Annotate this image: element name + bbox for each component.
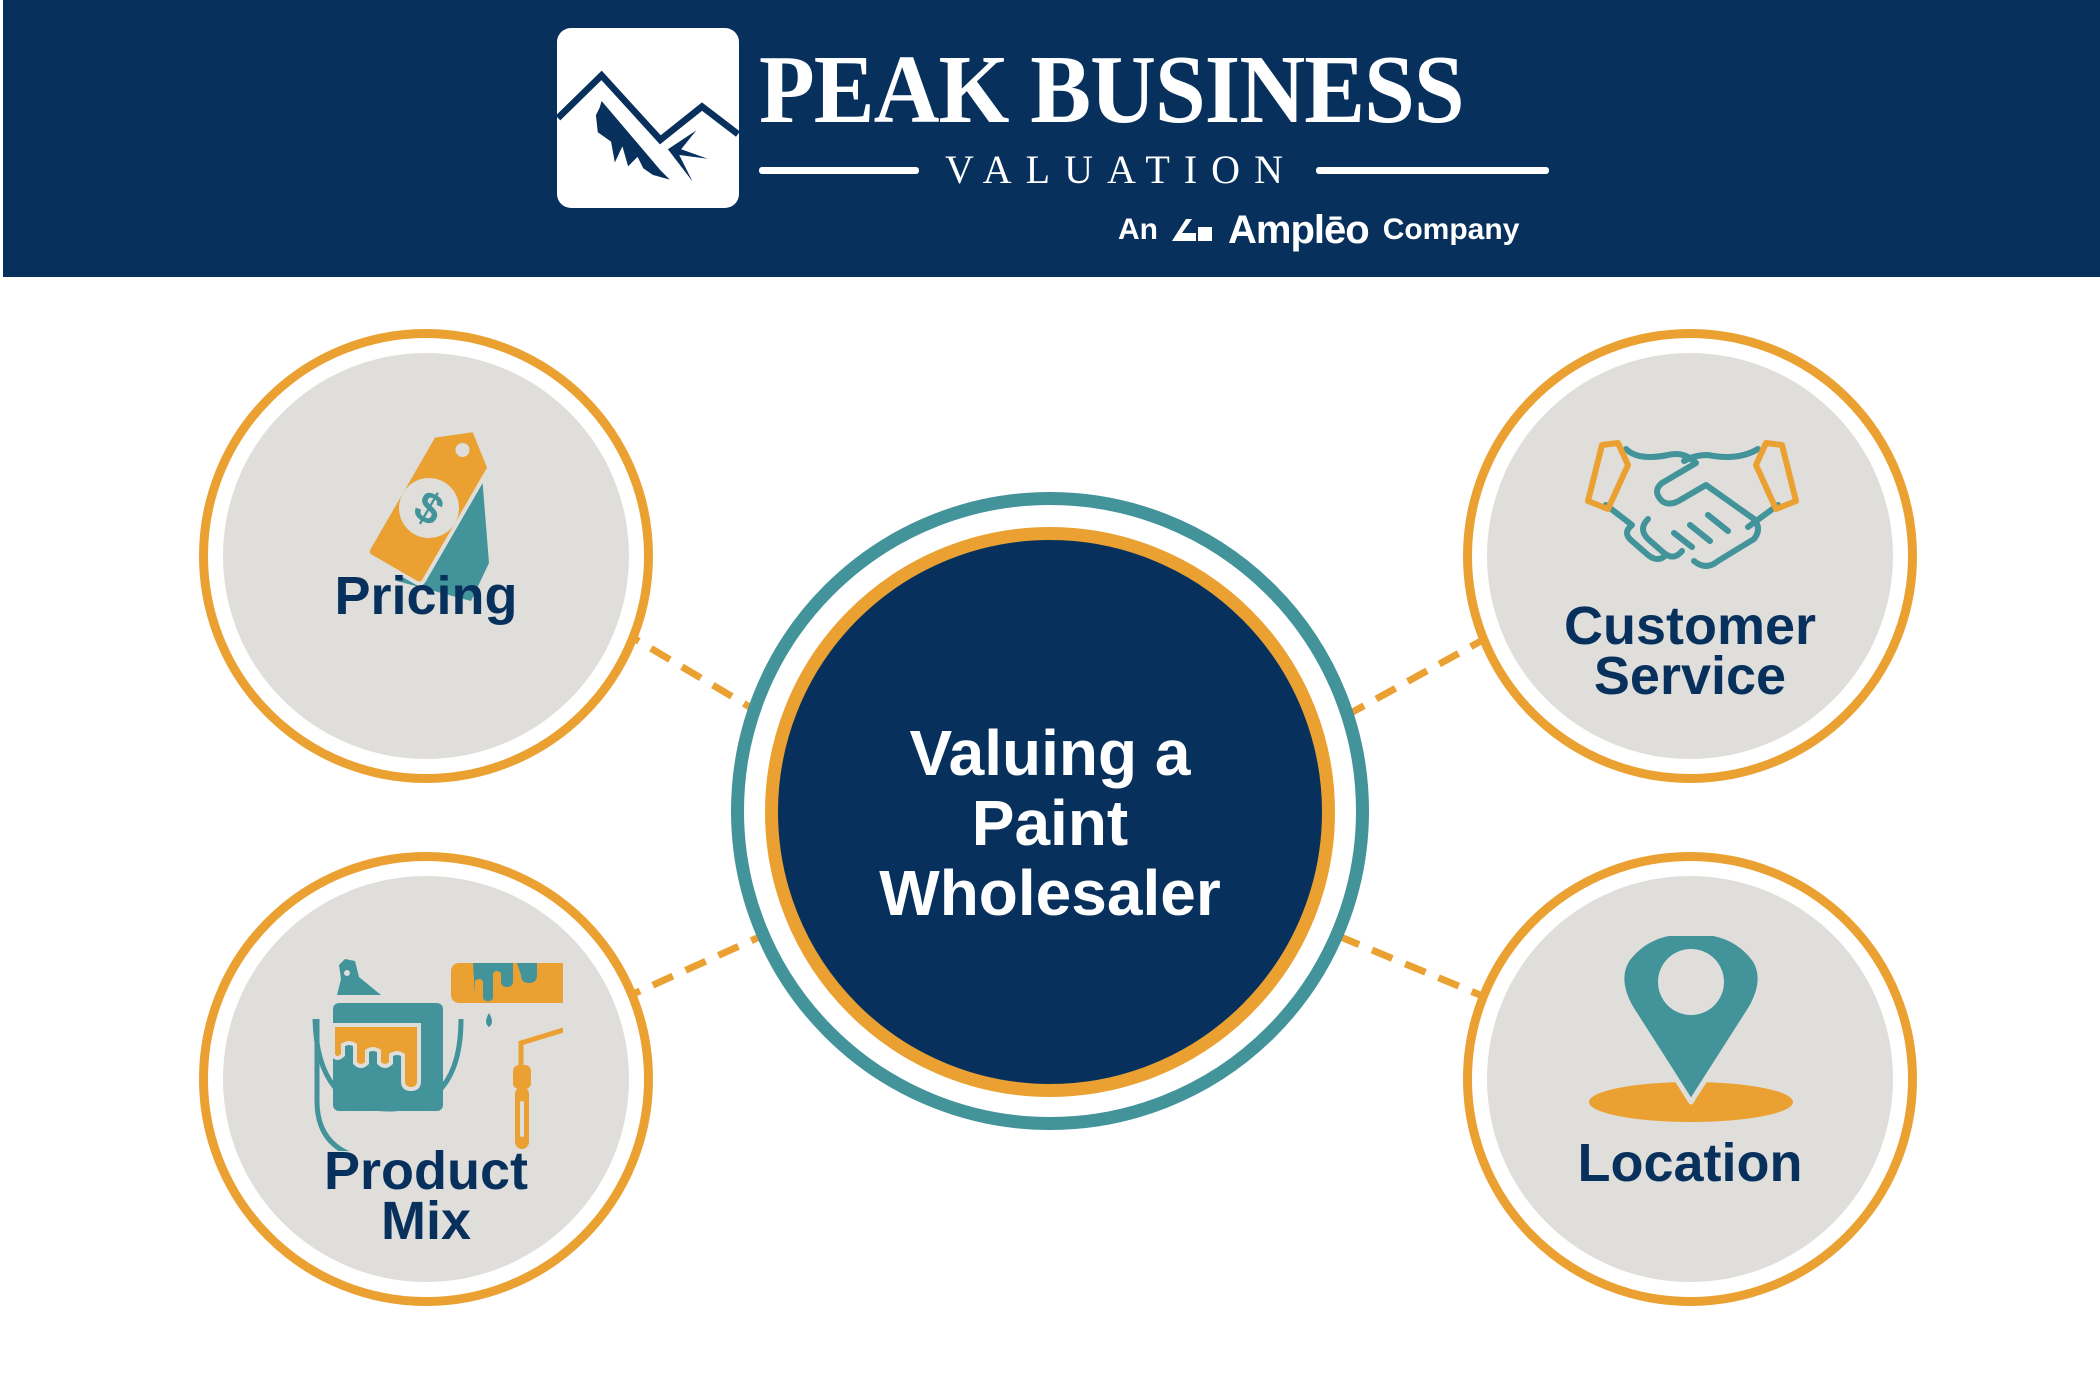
parent-name: Amplēo: [1228, 207, 1370, 252]
parent-prefix: An: [1118, 213, 1158, 246]
header-banner: PEAK BUSINESS VALUATION An Amplēo Compan…: [3, 0, 2100, 277]
factor-label: Customer Service: [1563, 596, 1817, 706]
factor-product-mix: Product Mix: [199, 852, 653, 1306]
center-hub: Valuing a Paint Wholesaler: [731, 492, 1369, 1130]
brand-title: PEAK BUSINESS: [759, 36, 1465, 144]
paint-bucket-roller-icon: [312, 959, 563, 1151]
divider: [1316, 167, 1549, 174]
brand-subtitle-row: VALUATION: [759, 148, 1549, 192]
factor-customer-service: Customer Service: [1463, 329, 1917, 783]
center-title: Valuing a Paint Wholesaler: [879, 717, 1221, 929]
factor-pricing: $ Pricing: [199, 329, 653, 783]
mountain-peak-icon: [557, 70, 739, 182]
divider: [759, 167, 919, 174]
map-pin-icon: [1589, 936, 1793, 1122]
factor-label: Product Mix: [323, 1141, 528, 1251]
handshake-icon: [1585, 440, 1799, 569]
price-tag-icon: $: [365, 427, 492, 601]
factor-label: Location: [1577, 1133, 1803, 1193]
peak-logo: [557, 28, 739, 208]
ampleo-mark-icon: [1172, 219, 1212, 241]
brand-subtitle: VALUATION: [945, 147, 1297, 192]
parent-company-line: An Amplēo Company: [1118, 205, 1519, 255]
factor-location: Location: [1463, 852, 1917, 1306]
parent-suffix: Company: [1382, 213, 1520, 246]
factor-label: Pricing: [334, 566, 518, 626]
